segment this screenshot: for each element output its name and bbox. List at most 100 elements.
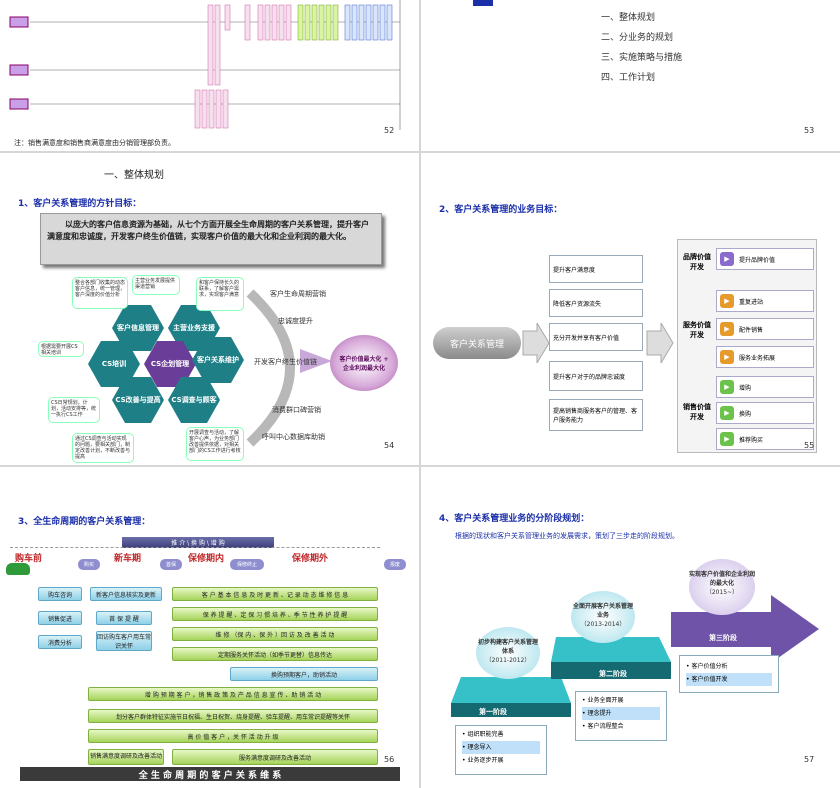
service-row: 定期服务关怀活动（如季节更替）信息传达 [172,647,378,661]
flow-arcs [246,289,332,447]
stage-bubble: 全面开展客户关系管理业务 （2013-2014） [571,591,635,643]
value-item: 重复进站 [716,290,814,312]
survey-box: 服务满意度调研及改善活动 [172,749,378,765]
stage-head: 实现客户价值和企业利润的最大化 [689,571,756,587]
goal-circle: 客户价值最大化 + 企业利润最大化 [330,335,398,391]
mid-item: 提升客户对于的品牌忠诚度 [549,361,643,391]
value-item: 提升品牌价值 [716,248,814,270]
note-text: 注：销售满意度和销售商满意度由分销管理部负责。 [14,139,175,147]
note-bubble: 开展调查与活动，了解客户心声，为业务部门改善提供依据，对相关部门的CS工作进行考… [186,427,244,461]
mid-item: 充分开发并享有客户价值 [549,323,643,351]
flow-label: 忠诚度提升 [278,317,313,325]
note-bubble: CS日常规划，计划，活动安排等，统一执行CS工作 [48,397,100,423]
toc-item[interactable]: 二、分业务的规划 [601,33,674,43]
service-row: 增 购 预 期 客 户 ，销 售 政 策 及 产 品 信 息 宣 传 、助 销 … [88,687,378,701]
note-bubble: 主营业务发展提供渠道营销 [132,275,180,295]
arrow-icon [522,323,550,363]
milestone-tag: 保修终止 [230,559,264,570]
stage-list: • 客户价值分析 • 客户价值开发 [679,655,779,693]
page-number: 53 [804,126,815,135]
note-bubble: 根据需要开展CS相关培训 [38,341,84,357]
survey-box: 销售满意度调研及改善活动 [88,749,164,765]
newcar-item: 回访购车客户用车常识关怀 [96,631,152,651]
slide-52: 52 注：销售满意度和销售商满意度由分销管理部负责。 [0,0,419,151]
stage-years: （2015~） [705,589,739,596]
service-row: 客 户 基 本 信 息 及 时 更 新 、记 录 动 态 维 修 信 息 [172,587,378,601]
slide-title: 1、客户关系管理的方针目标： [18,199,142,209]
play-icon: ▶ [720,294,734,308]
value-panel: 品牌价值开发 服务价值开发 销售价值开发 提升品牌价值 ▶ 重复进站 ▶ 配件销… [677,239,817,453]
top-bar: 推 介 \ 换 购 \ 增 购 [122,537,274,548]
page-number: 54 [384,441,395,450]
milestone-tag: 购买 [78,559,100,570]
value-item: 推荐购买 [716,428,814,450]
stage-item: • 客户价值开发 [686,673,772,686]
left-item: 销售促进 [38,611,82,625]
stage-bubble: 实现客户价值和企业利润的最大化 （2015~） [689,559,755,615]
stage-name: 第三阶段 [709,634,737,642]
org-chart-graphic [9,0,401,130]
toc-item[interactable]: 一、整体规划 [601,13,656,23]
mid-item: 降低客户资源流失 [549,289,643,317]
service-row: 划分客户群体特征实施节日祝福、生日祝贺、烧身提醒、验车提醒、用车常识提醒等关怀 [88,709,378,723]
newcar-item: 新客户信息核实及更新 [90,587,162,601]
base-bar: 全 生 命 周 期 的 客 户 关 系 维 系 [20,767,400,781]
service-row: 高 价 值 客 户 ，关 怀 活 动 升 级 [88,729,378,743]
stage-head: 初步构建客户关系管理体系 [477,639,538,655]
flow-label: 呼叫中心数据库助销 [262,433,325,441]
milestone-tag: 报废 [384,559,406,570]
toc-list: 一、整体规划 二、分业务的规划 三、实施策略与措施 四、工作计划 [601,8,682,88]
value-item: 换购 [716,402,814,424]
toc-item[interactable]: 四、工作计划 [601,73,656,83]
stage-name: 第二阶段 [599,670,627,678]
play-icon: ▶ [720,380,734,394]
stage-item: • 理念导入 [462,741,540,754]
toc-item[interactable]: 三、实施策略与措施 [601,53,683,63]
slide-title: 3、全生命周期的客户关系管理： [18,517,151,527]
slide-title: 4、客户关系管理业务的分阶段规划： [439,514,590,524]
play-icon: ▶ [720,432,734,446]
service-row: 保 养 提 醒 、定 保 习 惯 培 养 、季 节 性 养 护 提 醒 [172,607,378,621]
phase-band [10,547,380,579]
description: 根据的现状和客户关系管理业务的发展需求，策划了三步走的阶段规划。 [455,532,679,540]
value-item: 服务业务拓展 [716,346,814,368]
value-item: 配件销售 [716,318,814,340]
slide-56: 3、全生命周期的客户关系管理： 推 介 \ 换 购 \ 增 购 购车前 新车期 … [0,467,419,788]
phase-label: 新车期 [114,554,142,564]
stage-item: • 客户价值分析 [686,663,728,670]
value-item: 增购 [716,376,814,398]
service-row: 维 修 （保 内 、保 外 ）回 访 及 改 善 活 动 [172,627,378,641]
slide-57: 4、客户关系管理业务的分阶段规划： 根据的现状和客户关系管理业务的发展需求，策划… [421,467,840,788]
slide-54: 一、整体规划 1、客户关系管理的方针目标： 以庞大的客户信息资源为基础，从七个方… [0,153,419,465]
stage-years: （2011-2012） [485,657,531,664]
stage-item: • 理念提升 [582,707,660,720]
car-icon [6,563,30,575]
left-item: 消费分析 [38,635,82,649]
group-label: 品牌价值开发 [683,253,711,271]
mid-item: 提升客户满意度 [549,255,643,283]
play-icon: ▶ [720,350,734,364]
note-bubble: 通过CS调查与活动实现的问题，要相关部门，制定改善计划，不断改善与提高 [72,433,134,463]
stage-item: • 客户流程整合 [582,723,624,730]
stage-name: 第一阶段 [479,708,507,716]
stage-bubble: 初步构建客户关系管理体系 （2011-2012） [476,627,540,679]
stage-list: • 业务全面开展 • 理念提升 • 客户流程整合 [575,691,667,741]
phase-label: 保修期内 [188,554,225,564]
note-bubble: 整合各部门收集的动态客户信息，统一管理，客户深度的价值分析 [72,277,128,309]
mid-list: 提升客户满意度 降低客户资源流失 充分开发并享有客户价值 提升客户对于的品牌忠诚… [549,249,645,435]
note-bubble: 和客户保持长久的联系，了解客户需求，实现客户满意 [196,277,244,311]
group-label: 服务价值开发 [683,321,711,339]
play-icon: ▶ [720,406,734,420]
decor-bar [473,0,493,6]
page-number: 56 [384,755,395,764]
play-icon: ▶ [720,322,734,336]
stage-head: 全面开展客户关系管理业务 [572,603,633,619]
play-icon: ▶ [720,252,734,266]
page-number: 52 [384,126,395,135]
stage-item: • 业务逐步开展 [462,757,504,764]
stage-list: • 组织职能完善 • 理念导入 • 业务逐步开展 [455,725,547,775]
flow-label: 客户生命周期营销 [270,290,326,298]
center-pill: 客户关系管理 [433,327,521,359]
milestone-tag: 首保 [160,559,182,570]
slide-53: 一、整体规划 二、分业务的规划 三、实施策略与措施 四、工作计划 53 [421,0,840,151]
